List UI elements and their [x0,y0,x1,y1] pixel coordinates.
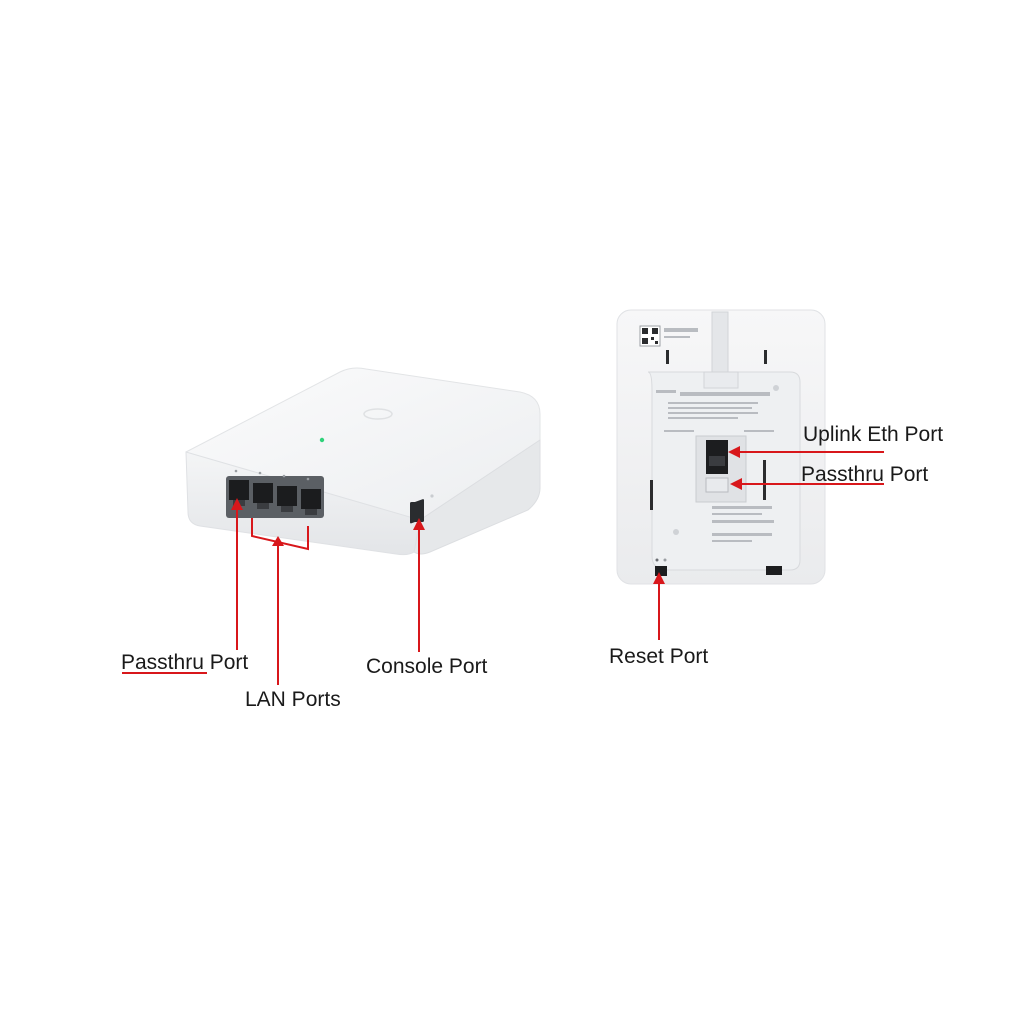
qr-code-icon [639,325,661,347]
front-passthru-port-label-rest: Port [203,651,249,674]
front-rj45-ports [226,469,324,518]
console-port-label: Console Port [366,655,488,678]
lan-ports-label: LAN Ports [245,688,341,711]
front-passthru-port-label-word: Passthru [121,651,204,674]
back-passthru-port-label: Passthru Port [801,464,928,485]
reset-port-label: Reset Port [609,645,709,668]
back-passthru-port-label-word: Passthru [801,463,884,486]
back-callout-arrows [653,446,742,584]
front-access-point-icon [185,367,541,556]
back-passthru-port-label-rest: Port [883,463,929,486]
back-access-point-icon [616,309,826,585]
uplink-eth-port-label: Uplink Eth Port [803,423,944,446]
front-callout-arrows [231,498,425,546]
front-passthru-port-label: Passthru Port [121,652,248,673]
back-callout-lines [658,451,884,640]
